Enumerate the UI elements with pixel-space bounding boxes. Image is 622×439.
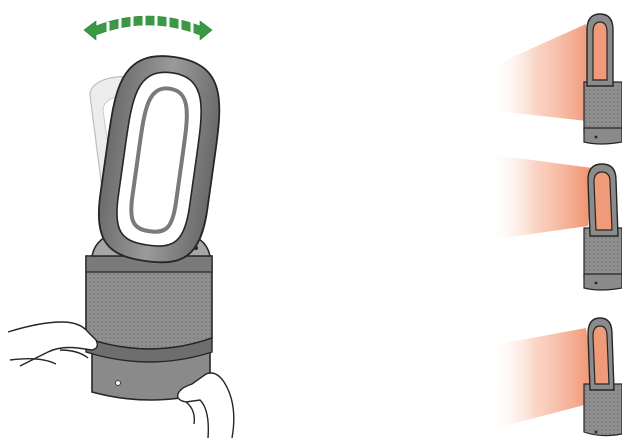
device-small [584, 164, 622, 290]
left-hand [8, 322, 97, 366]
device-small [584, 14, 622, 144]
power-button-icon [116, 381, 121, 386]
heat-panel-low [488, 318, 622, 436]
heat-panel-high [488, 14, 622, 144]
device-small [584, 318, 622, 436]
heat-panel-middle [488, 154, 622, 290]
tilt-arrow-icon [84, 15, 212, 40]
